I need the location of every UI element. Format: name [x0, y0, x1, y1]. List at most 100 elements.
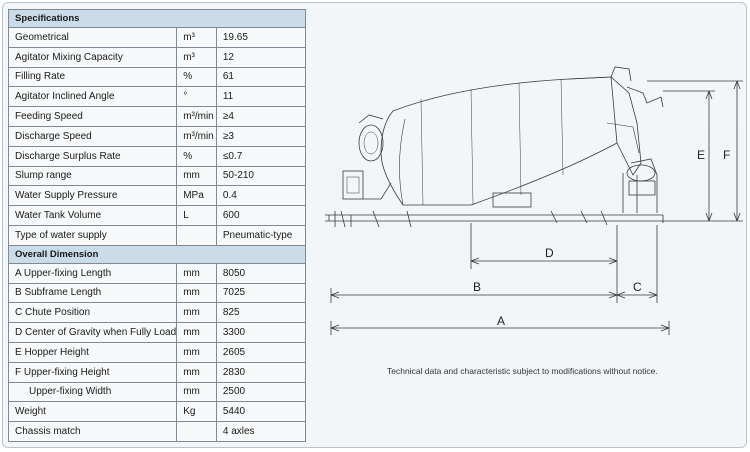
- cell-value: 7025: [215, 282, 307, 304]
- dim-a-line: [330, 321, 670, 335]
- cell-value: 4 axles: [215, 421, 307, 442]
- cell-unit: %: [176, 66, 217, 88]
- cell-name: Discharge Speed: [7, 125, 178, 147]
- section-title: Overall Dimension: [8, 244, 306, 264]
- dim-e-line: [663, 90, 743, 222]
- dim-b-line: [330, 225, 618, 303]
- dim-f-line: [647, 80, 743, 222]
- cell-unit: mm: [176, 262, 217, 284]
- cell-unit: [176, 421, 217, 442]
- table-row: Type of water supply Pneumatic-type: [7, 224, 307, 246]
- cell-name: A Upper-fixing Length: [7, 262, 178, 284]
- cell-unit: [176, 224, 217, 246]
- section-header-overall_dimension: Overall Dimension: [8, 244, 306, 264]
- mixer-drum: [380, 76, 618, 206]
- cell-name: Filling Rate: [7, 66, 178, 88]
- cell-unit: mm: [176, 302, 217, 324]
- cell-name: B Subframe Length: [7, 282, 178, 304]
- table-row: Agitator Inclined Angle°11: [7, 86, 307, 108]
- cell-name: Slump range: [7, 165, 178, 187]
- dim-f-label: F: [723, 148, 730, 162]
- cell-value: Pneumatic-type: [215, 224, 307, 246]
- cell-value: 8050: [215, 262, 307, 284]
- cell-value: 50-210: [215, 165, 307, 187]
- cell-value: 11: [215, 86, 307, 108]
- table-row: Filling Rate%61: [7, 66, 307, 88]
- cell-unit: mm: [176, 381, 217, 403]
- cell-unit: mm: [176, 165, 217, 187]
- cell-name: Agitator Inclined Angle: [7, 86, 178, 108]
- cell-name: E Hopper Height: [7, 341, 178, 363]
- cell-value: 2500: [215, 381, 307, 403]
- cell-value: 600: [215, 205, 307, 226]
- dim-c-label: C: [633, 280, 642, 294]
- drum-motor: [358, 124, 384, 162]
- cell-name: Feeding Speed: [7, 106, 178, 127]
- cell-name: Chassis match: [7, 421, 178, 442]
- cell-value: 5440: [215, 401, 307, 423]
- cell-unit: m³: [176, 46, 217, 68]
- cell-name: F Upper-fixing Height: [7, 361, 178, 383]
- table-row: Chassis match 4 axles: [7, 421, 307, 442]
- cell-unit: Kg: [176, 401, 217, 423]
- cell-name: Water Tank Volume: [7, 205, 178, 226]
- table-row: Discharge Surplus Rate%≤0.7: [7, 145, 307, 167]
- cell-unit: L: [176, 205, 217, 226]
- mixer-side-drawing: A B C D E F: [325, 66, 743, 335]
- water-tank: [492, 192, 532, 208]
- cell-unit: m³: [176, 27, 217, 48]
- cell-name: Type of water supply: [7, 224, 178, 246]
- cell-value: 825: [215, 302, 307, 324]
- cell-unit: mm: [176, 322, 217, 343]
- cell-unit: m³/min: [176, 106, 217, 127]
- cell-name: Weight: [7, 401, 178, 423]
- disclaimer-note: Technical data and characteristic subjec…: [387, 366, 658, 376]
- dim-e-label: E: [697, 148, 705, 162]
- cell-name: Agitator Mixing Capacity: [7, 46, 178, 68]
- cell-value: 0.4: [215, 185, 307, 207]
- cell-value: ≥3: [215, 125, 307, 147]
- dim-d-line: [470, 223, 618, 269]
- section-header-specifications: Specifications: [8, 9, 306, 28]
- cell-unit: °: [176, 86, 217, 108]
- chassis-frame: [325, 214, 664, 227]
- cell-value: ≥4: [215, 106, 307, 127]
- cell-unit: mm: [176, 341, 217, 363]
- cell-name: Upper-fixing Width: [7, 381, 178, 403]
- cell-name: Discharge Surplus Rate: [7, 145, 178, 167]
- section-title: Specifications: [8, 9, 306, 28]
- dim-d-label: D: [545, 246, 554, 260]
- cell-unit: mm: [176, 361, 217, 383]
- cell-name: Water Supply Pressure: [7, 185, 178, 207]
- cell-value: 61: [215, 66, 307, 88]
- cell-value: 2830: [215, 361, 307, 383]
- dim-b-label: B: [473, 280, 481, 294]
- dim-a-label: A: [497, 314, 505, 328]
- cell-unit: m³/min: [176, 125, 217, 147]
- cell-value: 19.65: [215, 27, 307, 48]
- cell-unit: %: [176, 145, 217, 167]
- front-roller: [626, 164, 656, 182]
- cell-value: 3300: [215, 322, 307, 343]
- cell-value: 12: [215, 46, 307, 68]
- cell-name: C Chute Position: [7, 302, 178, 324]
- cell-value: 2605: [215, 341, 307, 363]
- cell-name: Geometrical: [7, 27, 178, 48]
- cell-name: D Center of Gravity when Fully Load: [7, 322, 178, 343]
